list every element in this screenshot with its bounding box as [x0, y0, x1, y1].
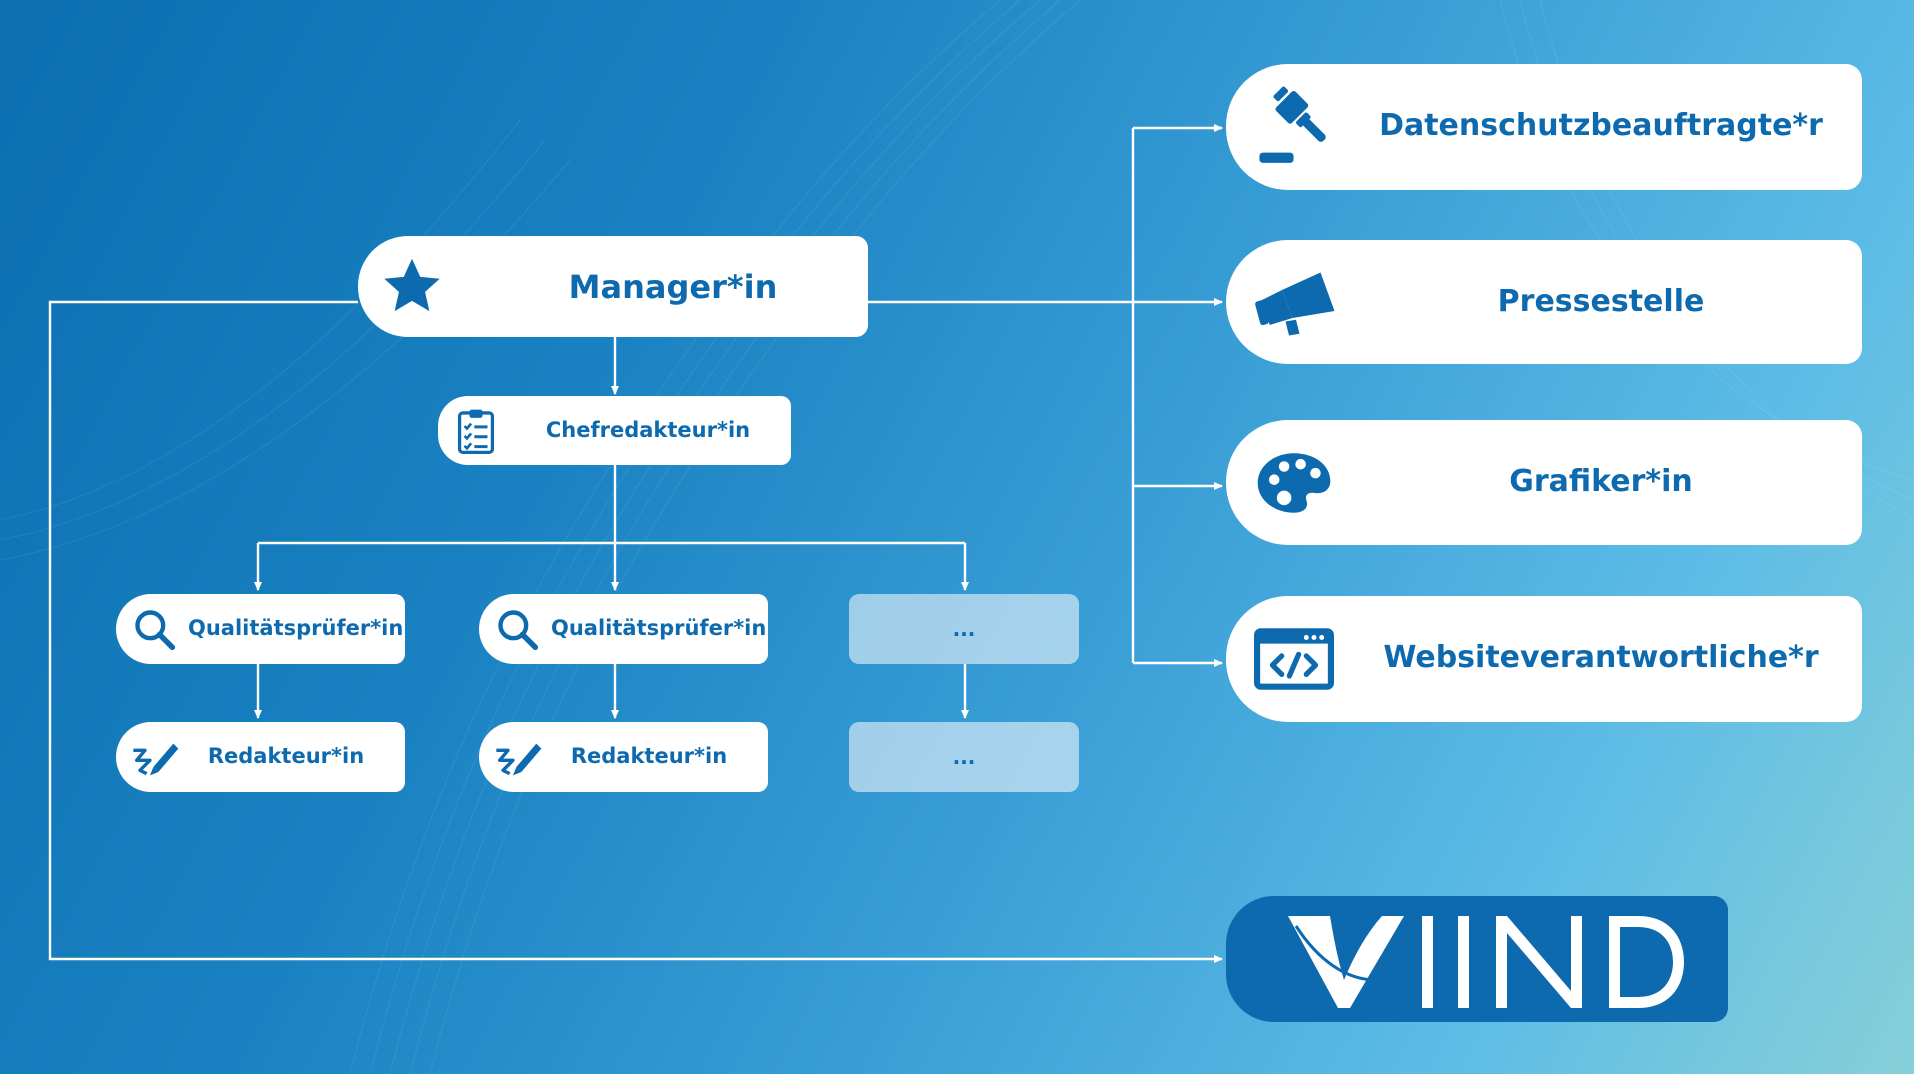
- node-placeholder-1: ...: [849, 594, 1079, 664]
- node-redakteur-2: Redakteur*in: [479, 722, 768, 792]
- magnifier-icon: [498, 610, 539, 651]
- node-datenschutzbeauftragte-label: Datenschutzbeauftragte*r: [1379, 108, 1823, 143]
- node-grafiker: Grafiker*in: [1226, 420, 1862, 545]
- viind-logo: VIIND: [1226, 896, 1728, 1022]
- node-manager: Manager*in: [358, 236, 868, 337]
- node-placeholder-2: ...: [849, 722, 1079, 792]
- node-qualitaetspruefer-2: Qualitätsprüfer*in: [479, 594, 768, 664]
- gavel-icon: [1259, 86, 1326, 163]
- node-qualitaetspruefer-2-label: Qualitätsprüfer*in: [551, 616, 767, 640]
- magnifier-icon: [135, 610, 176, 651]
- node-qualitaetspruefer-1-label: Qualitätsprüfer*in: [188, 616, 404, 640]
- clipboard-checklist-icon: [457, 409, 495, 454]
- star-icon: [384, 258, 440, 312]
- node-placeholder-1-label: ...: [952, 617, 976, 641]
- megaphone-icon: [1255, 272, 1335, 336]
- pen-signature-icon: [133, 743, 179, 776]
- node-websiteverantwortliche-label: Websiteverantwortliche*r: [1383, 640, 1819, 675]
- node-pressestelle-label: Pressestelle: [1497, 284, 1705, 319]
- node-redakteur-2-label: Redakteur*in: [570, 744, 728, 768]
- node-redakteur-1-label: Redakteur*in: [207, 744, 365, 768]
- node-redakteur-1: Redakteur*in: [116, 722, 405, 792]
- node-chefredakteur-label: Chefredakteur*in: [545, 418, 751, 442]
- node-placeholder-2-label: ...: [952, 745, 976, 769]
- viind-logo-wordmark: [1288, 916, 1684, 1008]
- node-datenschutzbeauftragte: Datenschutzbeauftragte*r: [1226, 64, 1862, 190]
- node-grafiker-label: Grafiker*in: [1509, 464, 1693, 499]
- pen-signature-icon: [496, 743, 542, 776]
- node-manager-label: Manager*in: [568, 268, 778, 306]
- node-qualitaetspruefer-1: Qualitätsprüfer*in: [116, 594, 405, 664]
- node-websiteverantwortliche: Websiteverantwortliche*r: [1226, 596, 1862, 722]
- node-chefredakteur: Chefredakteur*in: [438, 396, 791, 465]
- palette-icon: [1257, 453, 1331, 513]
- node-pressestelle: Pressestelle: [1226, 240, 1862, 364]
- code-window-icon: [1254, 628, 1334, 690]
